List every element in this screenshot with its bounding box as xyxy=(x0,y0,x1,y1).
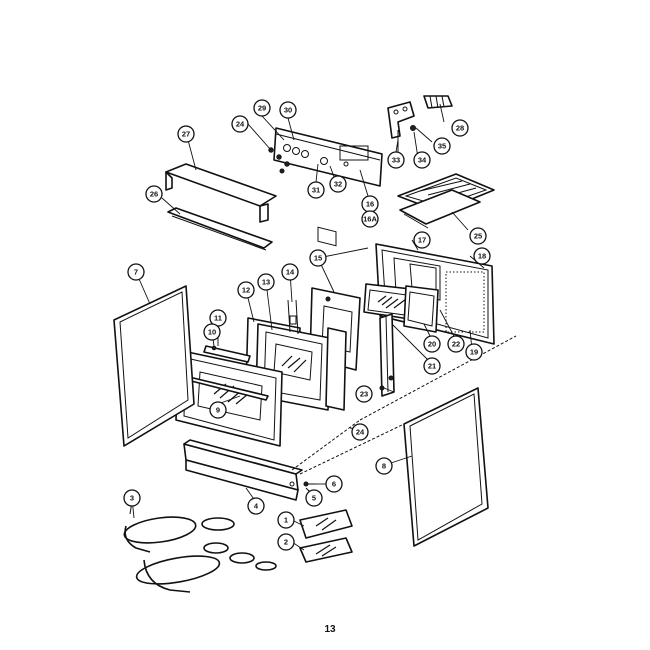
callout-6: 6 xyxy=(325,475,343,493)
svg-text:7: 7 xyxy=(134,268,138,277)
svg-text:28: 28 xyxy=(456,124,464,133)
svg-text:22: 22 xyxy=(452,340,460,349)
svg-text:4: 4 xyxy=(254,502,259,511)
door-panel-back xyxy=(245,299,347,411)
svg-text:21: 21 xyxy=(428,362,436,371)
callout-28: 28 xyxy=(451,119,469,137)
svg-text:23: 23 xyxy=(360,390,368,399)
svg-text:16A: 16A xyxy=(363,215,377,224)
svg-text:15: 15 xyxy=(314,254,322,263)
small-plates xyxy=(299,509,353,563)
callout-35: 35 xyxy=(433,137,451,155)
svg-text:35: 35 xyxy=(438,142,446,151)
svg-text:12: 12 xyxy=(242,286,250,295)
door-hinge xyxy=(379,313,395,397)
callout-23: 23 xyxy=(355,385,373,403)
callout-15: 15 xyxy=(309,249,327,267)
svg-text:25: 25 xyxy=(474,232,482,241)
page-number: 13 xyxy=(324,624,336,635)
callout-5: 5 xyxy=(305,489,323,507)
wire-harness xyxy=(123,501,277,593)
svg-text:3: 3 xyxy=(130,494,134,503)
roller-part xyxy=(423,95,453,109)
svg-text:30: 30 xyxy=(284,106,292,115)
callout-27: 27 xyxy=(177,125,195,143)
control-panel xyxy=(273,127,383,247)
callout-16: 16 xyxy=(361,195,379,213)
broiler-pan xyxy=(397,173,495,229)
svg-text:14: 14 xyxy=(286,268,295,277)
callout-8: 8 xyxy=(375,457,393,475)
callout-2: 2 xyxy=(277,533,295,551)
oven-door xyxy=(155,345,283,447)
callout-18: 18 xyxy=(473,247,491,265)
svg-text:16: 16 xyxy=(366,200,374,209)
svg-text:18: 18 xyxy=(478,252,486,261)
callout-3: 3 xyxy=(123,489,141,507)
svg-text:20: 20 xyxy=(428,340,436,349)
svg-text:8: 8 xyxy=(382,462,386,471)
svg-text:6: 6 xyxy=(332,480,336,489)
callout-21: 21 xyxy=(423,357,441,375)
svg-text:2: 2 xyxy=(284,538,288,547)
callout-30: 30 xyxy=(279,101,297,119)
svg-text:11: 11 xyxy=(214,314,222,323)
svg-text:33: 33 xyxy=(392,156,400,165)
svg-text:26: 26 xyxy=(150,190,158,199)
left-side-panel xyxy=(113,285,195,447)
callout-1: 1 xyxy=(277,511,295,529)
right-side-panel xyxy=(403,387,489,547)
glass-pack xyxy=(363,283,439,333)
callout-24-top: 24 xyxy=(231,115,249,133)
callout-4: 4 xyxy=(247,497,265,515)
cabinet-outline xyxy=(291,335,517,475)
svg-text:29: 29 xyxy=(258,104,266,113)
callout-24-bottom: 24 xyxy=(351,423,369,441)
svg-text:13: 13 xyxy=(262,278,270,287)
callout-31: 31 xyxy=(307,181,325,199)
lower-trim xyxy=(167,207,273,251)
kick-panel xyxy=(183,439,303,501)
callout-32: 32 xyxy=(329,175,347,193)
svg-text:17: 17 xyxy=(418,236,426,245)
svg-text:19: 19 xyxy=(470,348,478,357)
callout-25: 25 xyxy=(469,227,487,245)
svg-text:24: 24 xyxy=(236,120,245,129)
callout-14: 14 xyxy=(281,263,299,281)
svg-text:32: 32 xyxy=(334,180,342,189)
svg-text:9: 9 xyxy=(216,406,220,415)
svg-text:24: 24 xyxy=(356,428,365,437)
svg-text:5: 5 xyxy=(312,494,316,503)
callout-29: 29 xyxy=(253,99,271,117)
callout-13: 13 xyxy=(257,273,275,291)
svg-text:10: 10 xyxy=(208,328,216,337)
svg-text:27: 27 xyxy=(182,130,190,139)
callout-34: 34 xyxy=(413,151,431,169)
top-trim xyxy=(165,163,277,223)
callout-33: 33 xyxy=(387,151,405,169)
svg-text:1: 1 xyxy=(284,516,288,525)
svg-text:31: 31 xyxy=(312,186,320,195)
knob-parts xyxy=(247,123,290,174)
callout-19: 19 xyxy=(465,343,483,361)
callout-17: 17 xyxy=(413,231,431,249)
callout-26: 26 xyxy=(145,185,163,203)
callout-20: 20 xyxy=(423,335,441,353)
callout-10: 10 xyxy=(203,323,221,341)
callout-9: 9 xyxy=(209,401,227,419)
top-bracket xyxy=(387,101,416,156)
callout-16a: 16A xyxy=(361,210,379,228)
callout-7: 7 xyxy=(127,263,145,281)
callout-12: 12 xyxy=(237,281,255,299)
svg-text:34: 34 xyxy=(418,156,427,165)
callout-22: 22 xyxy=(447,335,465,353)
